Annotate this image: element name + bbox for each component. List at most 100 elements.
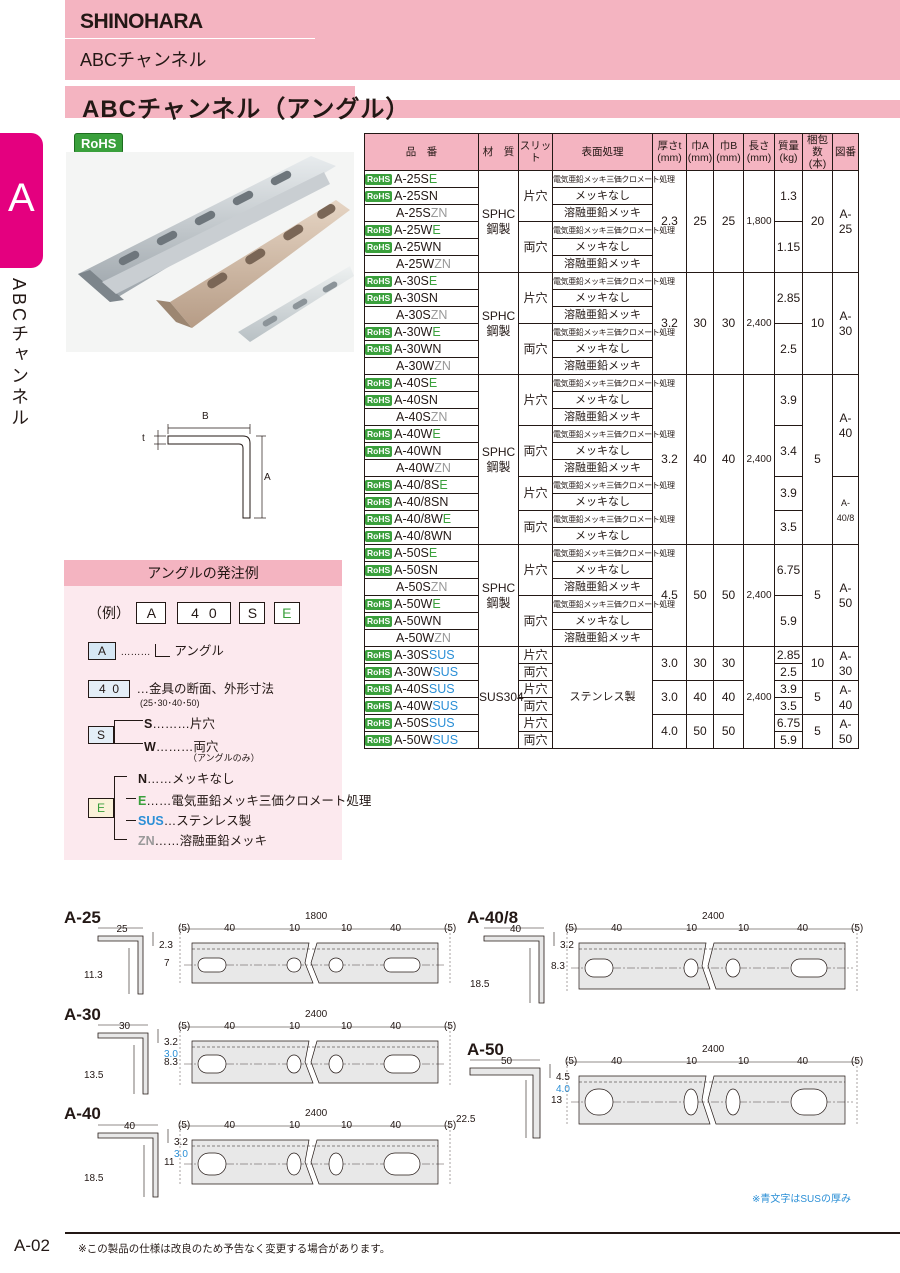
figure-cell: A-40/8 (832, 476, 859, 545)
spec-table-header: 品 番 材 質 スリット 表面処理 厚さt (mm) 巾A (mm) 巾B (m… (364, 133, 859, 171)
rohs-mark: RoHS (365, 683, 393, 695)
type-desc: アングル (174, 644, 224, 658)
mass-cell: 3.9 (774, 374, 803, 426)
part-number-suffix: ZN (430, 579, 448, 594)
example-prefix: （例） (88, 605, 130, 621)
part-number-base: A-30S (394, 273, 429, 288)
rohs-mark: RoHS (365, 394, 393, 406)
strip-gap-right: 10 (341, 923, 353, 934)
figure-cell: A-50 (832, 714, 859, 749)
material-cell-line: 鋼製 (486, 459, 511, 474)
mass-cell: 1.3 (774, 170, 803, 222)
th-treatment: 表面処理 (552, 133, 653, 171)
strip-pitch-right: 40 (390, 923, 402, 934)
part-number-suffix: E (432, 222, 441, 237)
length-cell: 2,400 (743, 544, 775, 647)
treatment-cell: 溶融亜鉛メッキ (552, 255, 653, 273)
rohs-mark: RoHS (365, 377, 393, 389)
strip-end-left: (5) (178, 1120, 191, 1131)
part-number-base: A-30W (394, 341, 433, 356)
length-cell: 2,400 (743, 374, 775, 545)
strip-slot-height: 7 (164, 958, 170, 969)
profile-thickness: 3.2 (174, 1137, 188, 1148)
material-cell-line: 鋼製 (486, 221, 511, 236)
rohs-mark: RoHS (365, 445, 393, 457)
part-number-base: A-30W (394, 664, 433, 679)
width-a-cell: 30 (686, 272, 714, 375)
spec-table: 品 番 材 質 スリット 表面処理 厚さt (mm) 巾A (mm) 巾B (m… (364, 133, 859, 749)
part-number-base: A-30W (396, 358, 435, 373)
thickness-cell: 3.2 (652, 272, 687, 375)
slit-cell: 両穴 (518, 510, 553, 545)
strip-gap-right: 10 (341, 1120, 353, 1131)
profile-drawing (97, 1024, 159, 1095)
treatment-cell: メッキなし (552, 442, 653, 460)
finish-bracket-tick (126, 798, 136, 799)
slit-cell: 片穴 (518, 476, 553, 511)
part-number-cell: A-50SZN (364, 578, 479, 596)
code-size-digit-1: 4 (191, 605, 199, 621)
part-number-base: A-50S (394, 715, 429, 730)
part-number-suffix: N (428, 290, 438, 305)
slit-cell: 両穴 (518, 323, 553, 375)
strip-length: 2400 (702, 911, 725, 922)
part-number-suffix: N (439, 494, 449, 509)
dimension-a: A (264, 472, 271, 483)
part-number-suffix: E (428, 273, 438, 288)
strip-pitch-left: 40 (224, 1021, 236, 1032)
part-number-base: A-30S (396, 307, 431, 322)
material-cell-line: SPHC (481, 580, 516, 595)
code-size-digit-2: 0 (208, 605, 217, 621)
profile-width: 30 (119, 1021, 131, 1032)
strip-gap-right: 10 (341, 1021, 353, 1032)
finish-bracket-tick-2 (126, 820, 136, 821)
finish-option-sus: SUS…ステンレス製 (138, 814, 252, 828)
strip-gap-left: 10 (289, 1021, 301, 1032)
th-figure: 図番 (832, 133, 859, 171)
footer-rule (65, 1232, 900, 1234)
strip-end-left: (5) (178, 1021, 191, 1032)
width-a-cell: 40 (686, 374, 714, 545)
width-b-cell: 30 (713, 646, 744, 681)
slit-cell: 両穴 (518, 697, 553, 715)
code-box-type: A (136, 602, 167, 624)
page-number: A-02 (14, 1236, 50, 1255)
part-number-base: A-40W (394, 426, 433, 441)
part-number-base: A-25W (394, 239, 433, 254)
strip-gap-right: 10 (738, 923, 750, 934)
strip-gap-left: 10 (289, 923, 301, 934)
part-number-suffix: SUS (428, 715, 455, 730)
order-row-size: 4 0 …金具の断面、外形寸法 (88, 678, 274, 698)
width-b-cell: 25 (713, 170, 744, 273)
length-cell: 2,400 (743, 646, 775, 749)
footer-note: ※この製品の仕様は改良のため予告なく変更する場合があります。 (78, 1243, 391, 1255)
strip-end-left: (5) (178, 923, 191, 934)
part-number-base: A-40/8S (394, 494, 440, 509)
part-number-base: A-25W (396, 256, 435, 271)
rohs-mark: RoHS (365, 275, 393, 287)
width-b-cell: 40 (713, 680, 744, 715)
mass-cell: 1.15 (774, 221, 803, 273)
slit-cell: 片穴 (518, 374, 553, 426)
pack-cell: 10 (802, 272, 833, 375)
length-cell: 2,400 (743, 272, 775, 375)
finish-bracket (114, 776, 127, 840)
